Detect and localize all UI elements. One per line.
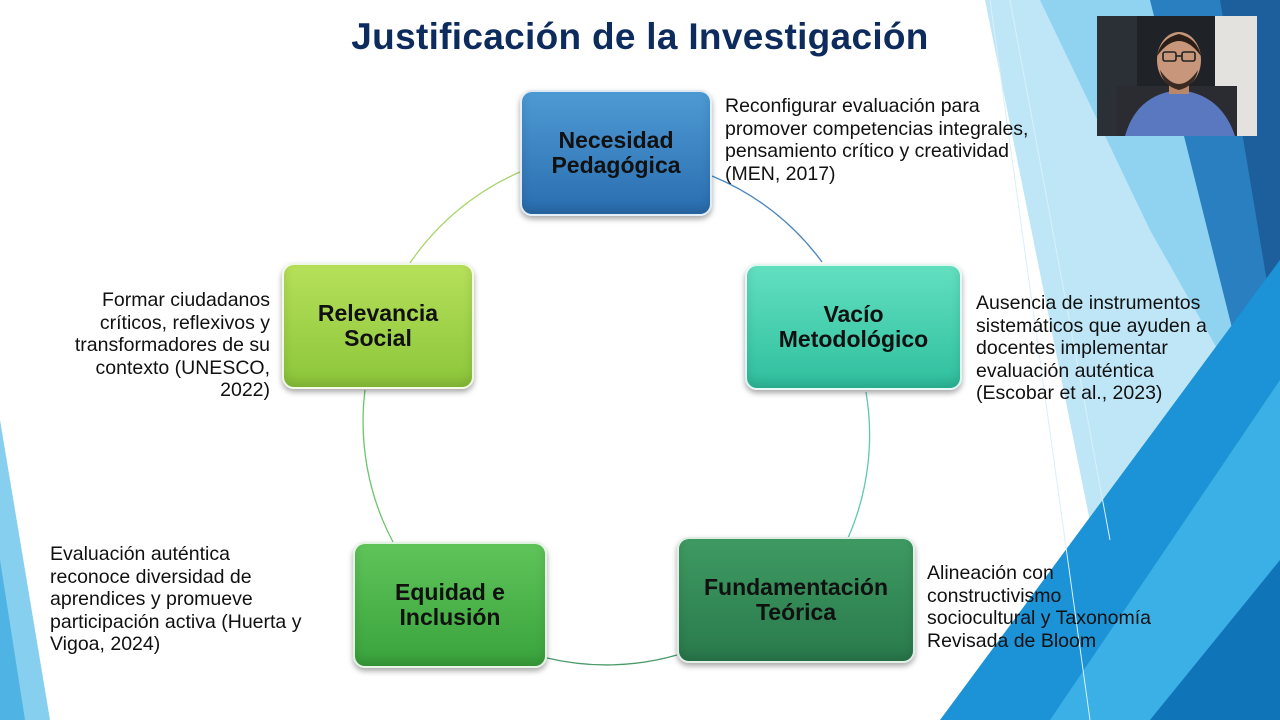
description-line: aprendices y promueve — [50, 588, 253, 610]
description-line: Vigoa, 2024) — [50, 633, 161, 655]
presenter-video-thumbnail — [1097, 16, 1257, 136]
node-label-line: Fundamentación — [703, 574, 888, 600]
arc-2-3 — [847, 391, 871, 539]
node-label-line: Inclusión — [399, 604, 501, 630]
node-label-line: Necesidad — [558, 127, 674, 153]
description-line: Reconfigurar evaluación para — [725, 95, 980, 117]
description-line: 2022) — [220, 379, 270, 401]
description-line: participación activa (Huerta y — [50, 610, 302, 633]
arc-1-2 — [711, 175, 823, 263]
node-label-line: Relevancia — [317, 300, 439, 326]
description-line: (MEN, 2017) — [725, 162, 836, 185]
description-line: sistemáticos que ayuden a — [976, 314, 1207, 337]
description-equidad-inclusion: Evaluación auténtica reconoce diversidad… — [50, 543, 340, 656]
description-vacio-metodologico: Ausencia de instrumentos sistemáticos qu… — [976, 292, 1246, 405]
description-line: Alineación con — [927, 562, 1054, 584]
description-line: contexto (UNESCO, — [95, 356, 270, 379]
description-line: reconoce diversidad de — [50, 565, 252, 588]
description-line: Ausencia de instrumentos — [976, 292, 1201, 314]
description-line: críticos, reflexivos y — [99, 311, 270, 334]
node-label-line: Pedagógica — [551, 152, 681, 178]
description-line: pensamiento crítico y creatividad — [725, 140, 1009, 162]
node-label-line: Metodológico — [778, 326, 929, 352]
description-line: docentes implementar — [976, 337, 1168, 359]
slide-title: Justificación de la Investigación — [351, 16, 929, 57]
description-line: Evaluación auténtica — [50, 543, 230, 565]
arc-3-4 — [546, 654, 678, 666]
presenter-image — [1097, 16, 1257, 136]
node-label-line: Equidad e — [395, 579, 505, 605]
description-line: evaluación auténtica — [976, 359, 1154, 382]
arc-4-5 — [362, 389, 394, 543]
description-line: Formar ciudadanos — [102, 289, 270, 311]
description-relevancia-social: Formar ciudadanos críticos, reflexivos y… — [40, 289, 270, 402]
node-label-line: Teórica — [755, 599, 837, 625]
description-line: transformadores de su — [74, 334, 270, 356]
description-fundamentacion-teorica: Alineación con constructivismo sociocult… — [927, 562, 1207, 652]
description-line: constructivismo — [927, 584, 1062, 607]
description-line: Revisada de Bloom — [927, 629, 1097, 652]
node-label-line: Social — [344, 325, 412, 351]
arc-5-1 — [409, 171, 521, 264]
description-line: (Escobar et al., 2023) — [976, 382, 1163, 404]
node-label-line: Vacío — [823, 301, 884, 327]
description-necesidad-pedagogica: Reconfigurar evaluación para promover co… — [725, 95, 1085, 185]
description-line: sociocultural y Taxonomía — [927, 607, 1152, 629]
description-line: promover competencias integrales, — [725, 117, 1029, 140]
